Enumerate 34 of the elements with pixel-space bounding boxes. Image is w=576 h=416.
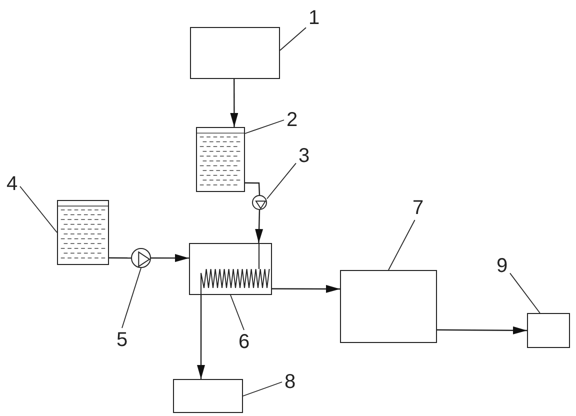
callout-number: 3 bbox=[296, 144, 312, 168]
flow-arrow bbox=[197, 295, 205, 379]
equipment-box bbox=[527, 313, 570, 348]
flow-arrow bbox=[437, 326, 527, 334]
callout-number: 8 bbox=[282, 370, 298, 394]
flow-arrow bbox=[151, 254, 189, 262]
leader-line bbox=[244, 120, 284, 134]
pump-symbol bbox=[131, 248, 151, 268]
liquid-tank bbox=[57, 200, 109, 265]
flow-arrow bbox=[230, 79, 238, 127]
leader-line bbox=[280, 27, 306, 51]
leader-line bbox=[388, 220, 416, 270]
flow-arrow bbox=[255, 210, 264, 244]
callout-number: 5 bbox=[114, 328, 130, 352]
pump-symbol bbox=[252, 195, 267, 210]
equipment-box bbox=[340, 270, 437, 343]
flow-arrow bbox=[272, 284, 340, 293]
leader-line bbox=[20, 186, 58, 233]
leader-line bbox=[242, 382, 282, 396]
callout-number: 1 bbox=[306, 6, 322, 30]
heat-exchanger-box bbox=[189, 243, 272, 295]
leader-line bbox=[230, 294, 244, 330]
equipment-box bbox=[190, 27, 280, 79]
callout-number: 2 bbox=[284, 108, 300, 132]
flow-arrow bbox=[245, 182, 260, 196]
liquid-tank bbox=[196, 127, 245, 192]
leader-line bbox=[122, 268, 142, 328]
leader-line bbox=[266, 162, 296, 200]
callout-number: 6 bbox=[236, 330, 252, 354]
equipment-box bbox=[173, 379, 243, 413]
leader-line bbox=[510, 272, 540, 314]
callout-number: 9 bbox=[494, 254, 510, 278]
callout-number: 7 bbox=[410, 196, 426, 220]
callout-number: 4 bbox=[4, 172, 20, 196]
